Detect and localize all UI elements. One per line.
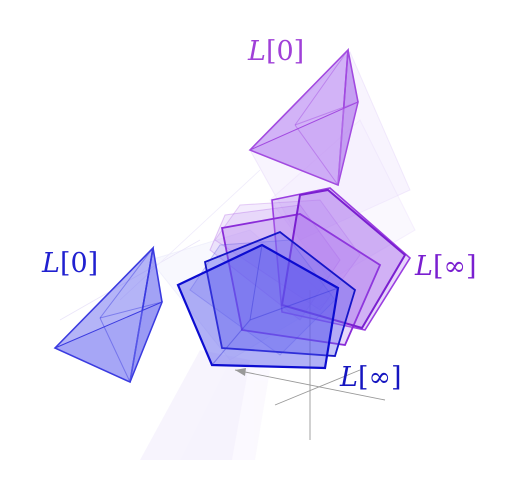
purple-pentagon-final	[280, 188, 407, 330]
purple-pentagon-back	[271, 187, 412, 331]
lower-trail-band-2	[180, 360, 270, 460]
blue-pentagon-front	[176, 243, 340, 370]
blue-pentagon-back	[203, 230, 357, 357]
blue-tetra-face	[53, 301, 163, 383]
blue-inner-edge	[211, 319, 251, 366]
label-purple-end: L[∞]	[414, 251, 477, 282]
axis-line	[274, 369, 361, 406]
purple-tetra-hidden-edge	[294, 124, 339, 186]
lower-trail-band	[140, 350, 250, 460]
blue-tetra-hidden-edge	[99, 247, 154, 319]
purple-intermediate-shape	[209, 204, 341, 321]
purple-tetra-hidden-edge	[294, 49, 349, 126]
purple-tetra-hidden-edge	[294, 101, 359, 126]
purple-tetra-face	[248, 101, 359, 186]
purple-tetrahedron	[248, 47, 359, 187]
axis-arrow-head	[235, 368, 246, 376]
blue-pentagon-stack	[176, 230, 357, 370]
blue-intermediate-shape	[189, 239, 336, 356]
blue-tetrahedron	[53, 245, 163, 384]
blue-tetra-hidden-edge	[99, 317, 131, 383]
label-blue-start: L[0]	[41, 248, 98, 279]
purple-pentagon-mid	[220, 213, 382, 346]
coordinate-axes	[234, 290, 386, 440]
blue-tetra-hidden-edge	[99, 301, 163, 319]
label-purple-start: L[0]	[247, 36, 304, 67]
purple-intermediate-shape	[214, 199, 361, 311]
purple-pentagon-stack	[209, 187, 412, 346]
label-blue-end: L[∞]	[339, 362, 402, 393]
blue-inner-edge	[249, 244, 263, 321]
blue-trail-sweep	[149, 229, 331, 361]
blue-inner-edge	[249, 287, 339, 321]
